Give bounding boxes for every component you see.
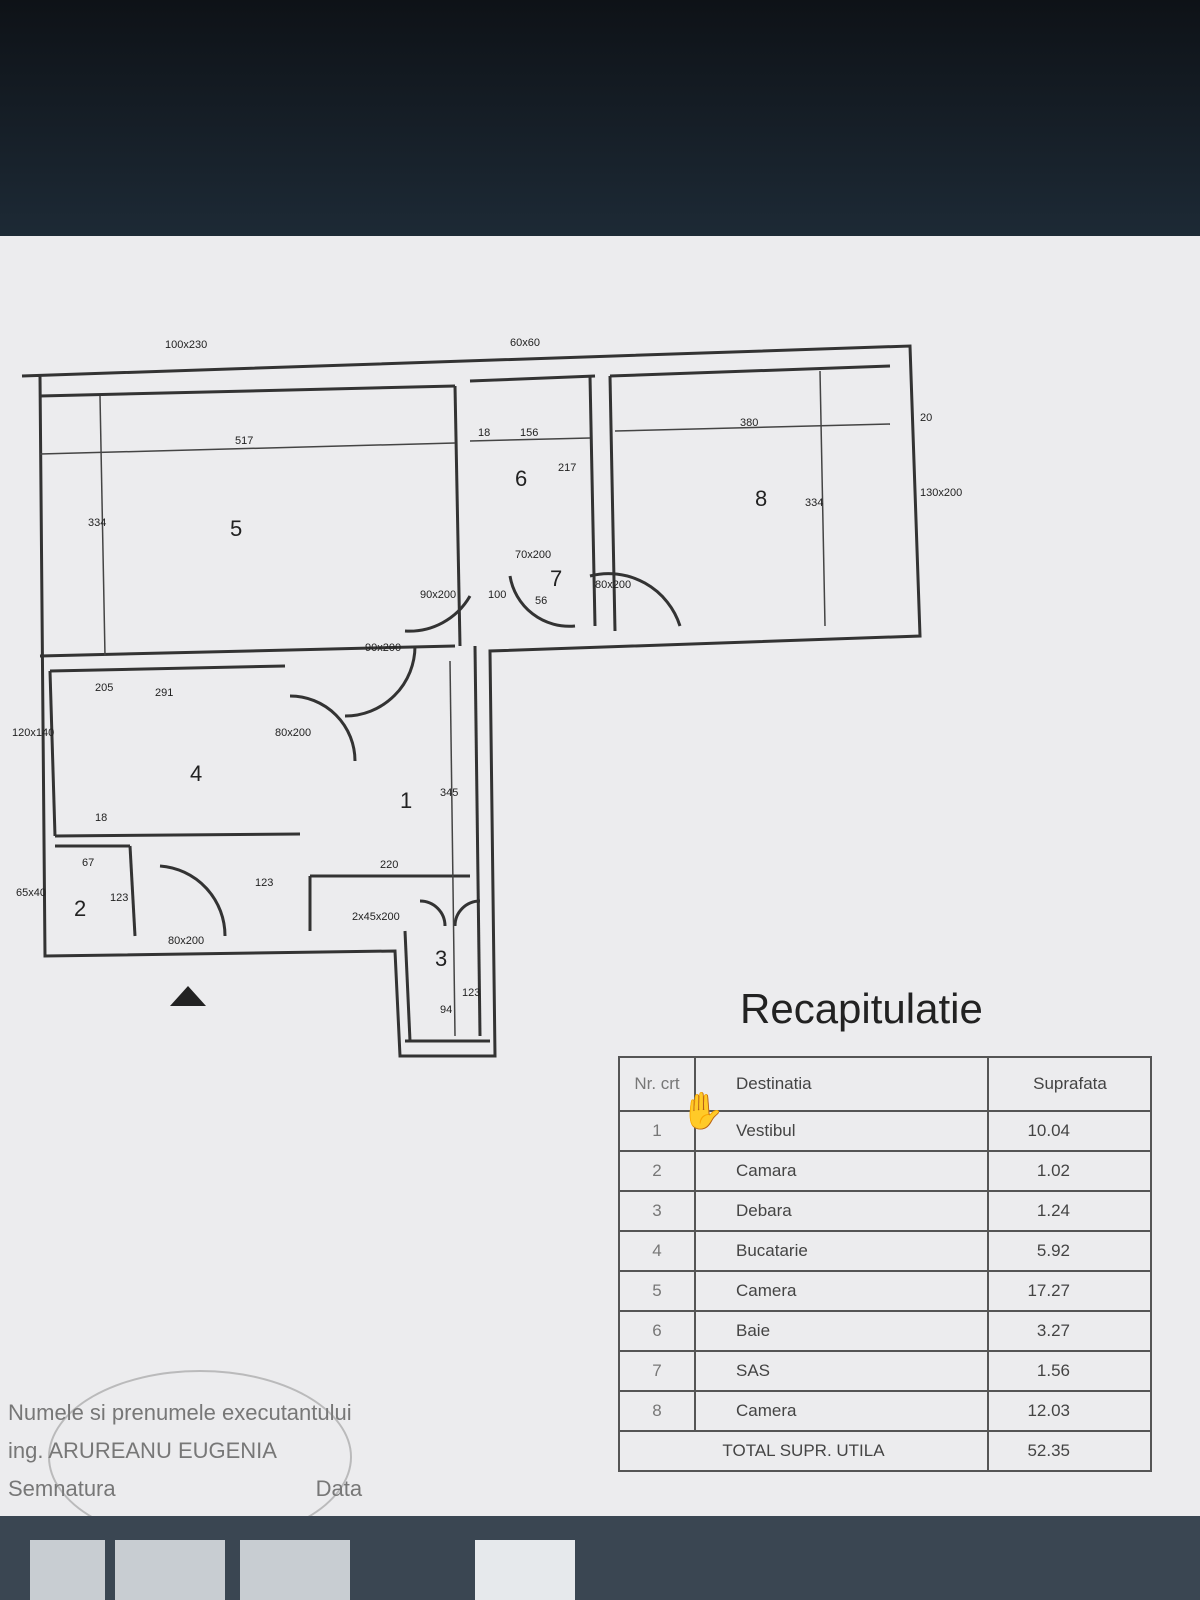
dim-label: 90x200 (365, 642, 401, 654)
dim-label: 80x200 (595, 579, 631, 591)
thumbnail[interactable] (240, 1540, 350, 1600)
col-nr: Nr. crt (618, 1056, 696, 1112)
dim-label: 60x60 (510, 337, 540, 349)
row-nr: 5 (618, 1270, 696, 1312)
dim-label: 380 (740, 417, 758, 429)
row-supr: 3.27 (987, 1310, 1152, 1352)
col-dest: Destinatia (694, 1056, 989, 1112)
signature-label: Semnatura (8, 1476, 116, 1501)
date-label: Data (315, 1476, 363, 1501)
dim-label: 334 (805, 497, 823, 509)
dim-label: 517 (235, 435, 253, 447)
engineer-name: ing. ARUREANU EUGENIA (8, 1438, 277, 1463)
table-header: Nr. crt Destinatia Suprafata (618, 1056, 1152, 1112)
dim-label: 18 (95, 812, 107, 824)
row-dest: Baie (694, 1310, 989, 1352)
dim-label: 80x200 (168, 935, 204, 947)
total-row: TOTAL SUPR. UTILA 52.35 (618, 1430, 1152, 1472)
dim-label: 156 (520, 427, 538, 439)
row-supr: 1.02 (987, 1150, 1152, 1192)
dim-label: 334 (88, 517, 106, 529)
dim-label: 80x200 (275, 727, 311, 739)
row-dest: Debara (694, 1190, 989, 1232)
room-label: 5 (230, 516, 242, 541)
dim-label: 18 (478, 427, 490, 439)
row-nr: 6 (618, 1310, 696, 1352)
dim-label: 217 (558, 462, 576, 474)
dim-label: 123 (255, 877, 273, 889)
dim-label: 90x200 (420, 589, 456, 601)
exec-label: Numele si prenumele executantului (8, 1400, 352, 1425)
dim-label: 123 (110, 892, 128, 904)
row-nr: 1 (618, 1110, 696, 1152)
row-supr: 1.56 (987, 1350, 1152, 1392)
dim-label: 56 (535, 595, 547, 607)
row-dest: Camera (694, 1390, 989, 1432)
dim-label: 20 (920, 412, 932, 424)
dim-label: 205 (95, 682, 113, 694)
row-dest: Camara (694, 1150, 989, 1192)
total-value: 52.35 (987, 1430, 1152, 1472)
dim-label: 291 (155, 687, 173, 699)
row-nr: 2 (618, 1150, 696, 1192)
dim-label: 345 (440, 787, 458, 799)
dim-label: 130x200 (920, 487, 962, 499)
row-dest: SAS (694, 1350, 989, 1392)
plan-labels: 1 2 3 4 5 6 7 8 100x230 60x60 517 334 18… (12, 337, 962, 1016)
row-nr: 4 (618, 1230, 696, 1272)
row-dest: Vestibul (694, 1110, 989, 1152)
row-dest: Camera (694, 1270, 989, 1312)
dim-label: 123 (462, 987, 480, 999)
dim-label: 220 (380, 859, 398, 871)
col-supr: Suprafata (987, 1056, 1152, 1112)
floor-plan: 1 2 3 4 5 6 7 8 100x230 60x60 517 334 18… (12, 337, 962, 1058)
row-supr: 17.27 (987, 1270, 1152, 1312)
room-label: 7 (550, 566, 562, 591)
thumbnail[interactable] (115, 1540, 225, 1600)
room-label: 3 (435, 946, 447, 971)
row-supr: 10.04 (987, 1110, 1152, 1152)
room-label: 8 (755, 486, 767, 511)
dark-top-background (0, 0, 1200, 240)
hand-cursor-icon: ✋ (680, 1090, 725, 1131)
row-nr: 3 (618, 1190, 696, 1232)
dim-label: 70x200 (515, 549, 551, 561)
row-nr: 8 (618, 1390, 696, 1432)
thumbnail[interactable] (30, 1540, 105, 1600)
dim-label: 120x140 (12, 727, 54, 739)
north-arrow-icon (170, 986, 206, 1006)
dim-label: 65x40 (16, 887, 46, 899)
room-label: 2 (74, 896, 86, 921)
recap-title: Recapitulatie (740, 985, 983, 1032)
room-label: 1 (400, 788, 412, 813)
row-nr: 7 (618, 1350, 696, 1392)
room-label: 4 (190, 761, 202, 786)
dim-label: 94 (440, 1004, 452, 1016)
dim-label: 100x230 (165, 339, 207, 351)
thumbnail[interactable] (475, 1540, 575, 1600)
row-supr: 1.24 (987, 1190, 1152, 1232)
row-dest: Bucatarie (694, 1230, 989, 1272)
row-supr: 5.92 (987, 1230, 1152, 1272)
room-label: 6 (515, 466, 527, 491)
dimension-lines (39, 370, 891, 1037)
dim-label: 2x45x200 (352, 911, 400, 923)
dim-label: 67 (82, 857, 94, 869)
dim-label: 100 (488, 589, 506, 601)
footer: Numele si prenumele executantului ing. A… (8, 1400, 362, 1514)
row-supr: 12.03 (987, 1390, 1152, 1432)
total-label: TOTAL SUPR. UTILA (618, 1430, 989, 1472)
